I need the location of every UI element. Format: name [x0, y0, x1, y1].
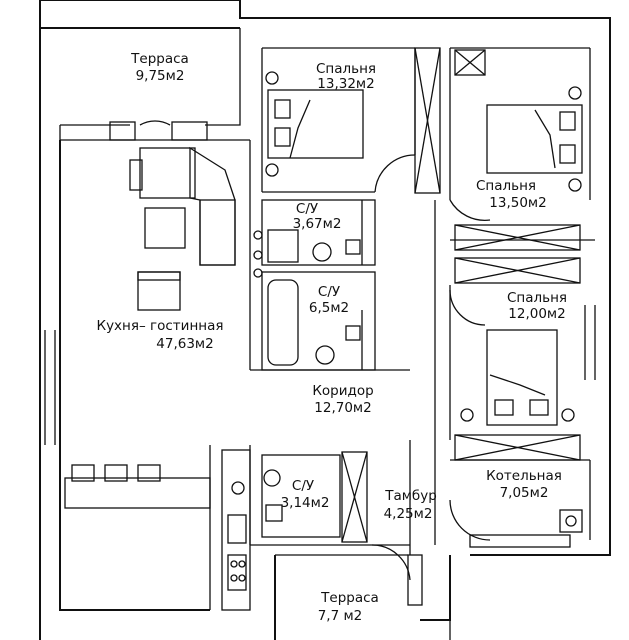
room-name-vestibule: Тамбур: [384, 488, 437, 504]
room-area-bedroom-1: 13,32м2: [317, 76, 374, 92]
bathroom-3-walls: [261, 451, 368, 543]
boiler-room-walls: [449, 459, 591, 548]
room-name-bathroom-3: С/У: [292, 478, 314, 494]
exterior-walls: [39, 0, 611, 640]
room-area-bedroom-3: 12,00м2: [508, 306, 565, 322]
bed-3: [460, 329, 575, 426]
room-area-bathroom-3: 3,14м2: [281, 495, 330, 511]
room-name-boiler-room: Котельная: [486, 468, 562, 484]
armchair: [137, 271, 181, 311]
room-area-terrace-bottom: 7,7 м2: [318, 608, 363, 624]
room-name-corridor: Коридор: [312, 383, 373, 399]
room-name-terrace-top: Терраса: [130, 51, 189, 67]
room-labels: Терраса 9,75м2 Спальня 13,32м2 Спальня 1…: [96, 51, 567, 624]
room-area-bathroom-1: 3,67м2: [293, 216, 342, 232]
room-area-corridor: 12,70м2: [314, 400, 371, 416]
room-name-bathroom-2: С/У: [318, 284, 340, 300]
room-name-bedroom-1: Спальня: [316, 61, 376, 77]
room-name-terrace-bottom: Терраса: [320, 590, 379, 606]
room-area-vestibule: 4,25м2: [384, 506, 433, 522]
window-left: [44, 330, 56, 445]
room-name-bedroom-3: Спальня: [507, 290, 567, 306]
terrace-top: [59, 28, 241, 141]
room-area-kitchen-living: 47,63м2: [156, 336, 213, 352]
wardrobe-1: [454, 224, 581, 284]
bedroom-2-walls: [449, 47, 591, 221]
bedroom-1-walls: [261, 47, 441, 194]
bed-1: [265, 71, 364, 177]
coffee-table: [144, 207, 186, 249]
kitchen-counter: [221, 449, 251, 611]
room-area-boiler-room: 7,05м2: [500, 485, 549, 501]
room-area-bathroom-2: 6,5м2: [309, 300, 349, 316]
bedroom-3-walls: [434, 200, 596, 545]
room-name-bathroom-1: С/У: [296, 201, 318, 217]
wardrobe-2: [454, 434, 581, 461]
room-area-bedroom-2: 13,50м2: [489, 195, 546, 211]
bathroom-2-walls: [261, 271, 376, 371]
vestibule-walls: [371, 440, 423, 606]
kitchen-island: [64, 464, 211, 509]
terrace-bottom: [275, 554, 451, 640]
bathroom-1-walls: [253, 199, 376, 278]
room-area-terrace-top: 9,75м2: [136, 68, 185, 84]
bed-2: [486, 86, 583, 192]
room-name-kitchen-living: Кухня– гостинная: [96, 318, 223, 334]
room-name-bedroom-2: Спальня: [476, 178, 536, 194]
sofa: [129, 146, 236, 266]
